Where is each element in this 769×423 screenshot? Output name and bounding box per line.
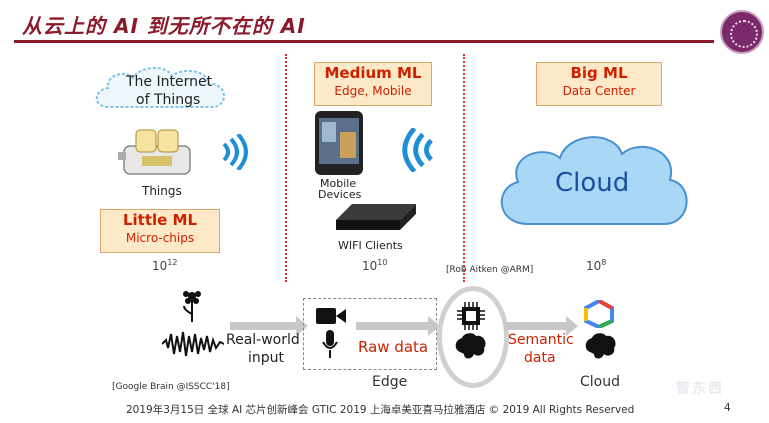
big-ml-count-base: 10: [586, 259, 602, 273]
big-ml-title: Big ML: [570, 64, 628, 82]
realworld-label-line-1: Real-world: [226, 332, 300, 348]
slide-title: 从云上的 AI 到无所不在的 AI: [22, 14, 306, 38]
medium-ml-count-exp: 10: [377, 258, 388, 267]
router-icon: [336, 204, 416, 230]
edge-label: Edge: [372, 374, 408, 390]
mobile-label-line-1: Mobile: [320, 177, 357, 190]
waveform-icon: [162, 331, 224, 357]
google-cloud-icon: [584, 300, 614, 328]
medium-ml-subtitle: Edge, Mobile: [334, 84, 412, 98]
brain-icon: [585, 333, 616, 359]
toaster-icon: [118, 129, 191, 175]
semantic-label-line-2: data: [524, 350, 556, 366]
cloud-label: Cloud: [555, 168, 630, 198]
little-ml-count-base: 10: [152, 259, 168, 273]
cloud-icon: [500, 136, 688, 225]
medium-ml-title: Medium ML: [324, 64, 422, 82]
medium-ml-count-base: 10: [362, 259, 378, 273]
cloud-pipeline-label: Cloud: [580, 374, 620, 390]
little-ml-count: 1012: [152, 258, 177, 273]
input-arrow: [230, 316, 308, 336]
title-underline: [14, 40, 714, 43]
medium-ml-count: 1010: [362, 258, 387, 273]
semantic-arrow: [504, 316, 578, 336]
semantic-label-line-1: Semantic: [508, 332, 574, 348]
chip-icon: [457, 302, 485, 330]
things-label: Things: [142, 184, 182, 198]
title-bar: 从云上的 AI 到无所不在的 AI: [0, 0, 769, 54]
flower-icon: [183, 291, 201, 322]
brain-icon: [455, 333, 486, 359]
column-divider-1: [285, 54, 287, 282]
medium-ml-box: Medium ML Edge, Mobile: [314, 62, 432, 106]
smartphone-icon: [315, 111, 363, 175]
raw-data-arrow: [356, 316, 440, 336]
iot-label-line-1: The Internet: [126, 74, 213, 90]
raw-data-label: Raw data: [358, 338, 429, 356]
mobile-label-line-2: Devices: [318, 188, 362, 201]
big-ml-count: 108: [586, 258, 606, 273]
iot-cloud-icon: [95, 67, 225, 108]
watermark-logo: 智东西: [676, 381, 724, 397]
little-ml-box: Little ML Micro-chips: [100, 209, 220, 253]
edge-processor-oval: [437, 286, 509, 388]
little-ml-title: Little ML: [122, 211, 198, 229]
big-ml-count-exp: 8: [601, 258, 607, 267]
big-ml-box: Big ML Data Center: [536, 62, 662, 106]
footer-text: 2019年3月15日 全球 AI 芯片创新峰会 GTIC 2019 上海卓美亚喜…: [126, 404, 635, 416]
microphone-icon: [322, 330, 338, 358]
google-credit: [Google Brain @ISSCC'18]: [112, 382, 230, 392]
iot-label-line-2: of Things: [136, 92, 201, 108]
wifi-signal-icon: [402, 128, 433, 172]
big-ml-subtitle: Data Center: [562, 84, 636, 98]
wifi-signal-icon: [222, 134, 248, 170]
column-divider-2: [463, 54, 465, 282]
little-ml-count-exp: 12: [167, 258, 178, 267]
little-ml-subtitle: Micro-chips: [125, 231, 195, 245]
wifi-clients-label: WIFI Clients: [338, 239, 403, 252]
university-logo-icon: [720, 10, 764, 54]
arm-credit: [Rob Aitken @ARM]: [446, 265, 534, 275]
page-number: 4: [724, 402, 731, 414]
video-camera-icon: [316, 308, 346, 324]
realworld-label-line-2: input: [248, 350, 285, 366]
